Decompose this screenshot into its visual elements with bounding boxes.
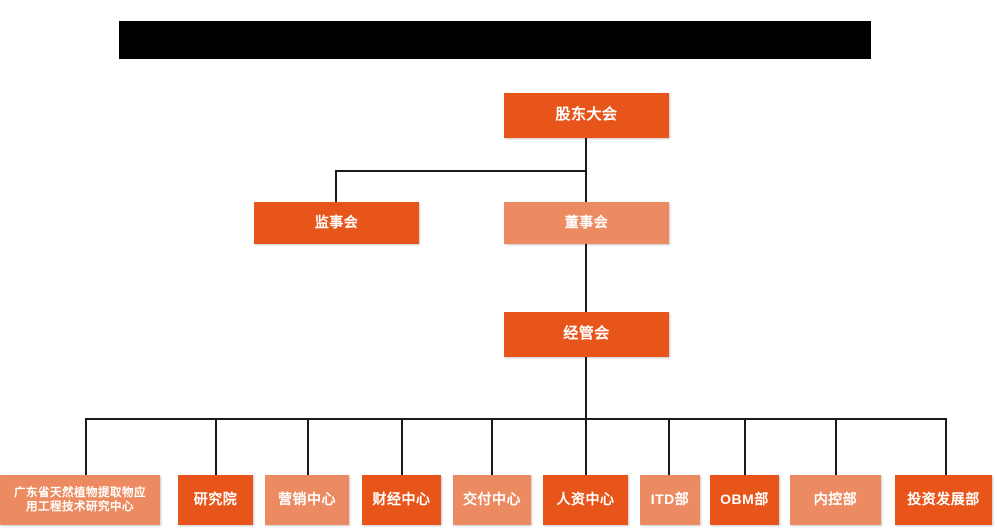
connector-drop-dept-10	[945, 418, 947, 475]
node-dept-investment-development[interactable]: 投资发展部	[895, 475, 992, 525]
connector-supervisors-bus	[335, 170, 587, 172]
node-dept-hr-center[interactable]: 人资中心	[543, 475, 628, 525]
node-label: 交付中心	[463, 491, 521, 508]
node-label: 董事会	[564, 214, 609, 231]
node-label: 营销中心	[278, 491, 336, 508]
connector-drop-dept-5	[491, 418, 493, 475]
node-board-of-directors[interactable]: 董事会	[504, 202, 669, 244]
node-board-of-supervisors[interactable]: 监事会	[254, 202, 419, 244]
connector-drop-dept-4	[401, 418, 403, 475]
redacted-title-bar	[119, 21, 871, 59]
node-label: 人资中心	[556, 491, 615, 508]
node-label: 研究院	[193, 491, 238, 508]
node-label: 内控部	[813, 491, 858, 508]
connector-supervisors-drop	[335, 170, 337, 202]
node-dept-itd[interactable]: ITD部	[640, 475, 700, 525]
node-dept-internal-control[interactable]: 内控部	[790, 475, 881, 525]
node-label: ITD部	[650, 491, 690, 508]
node-management-committee[interactable]: 经管会	[504, 312, 669, 357]
connector-shareholders-stem	[585, 138, 587, 171]
connector-drop-dept-6	[585, 418, 587, 475]
node-dept-finance-center[interactable]: 财经中心	[362, 475, 441, 525]
node-dept-research-center[interactable]: 广东省天然植物提取物应 用工程技术研究中心	[0, 475, 160, 525]
node-dept-obm[interactable]: OBM部	[710, 475, 779, 525]
connector-drop-dept-9	[835, 418, 837, 475]
connector-drop-dept-8	[744, 418, 746, 475]
node-label: 监事会	[314, 214, 359, 231]
connector-management-to-bus	[585, 357, 587, 419]
node-dept-research-institute[interactable]: 研究院	[178, 475, 253, 525]
connector-drop-dept-1	[85, 418, 87, 475]
connector-directors-to-management	[585, 243, 587, 312]
connector-drop-dept-7	[668, 418, 670, 475]
node-label: 投资发展部	[907, 491, 980, 508]
connector-department-bus	[85, 418, 947, 420]
node-label: 财经中心	[372, 491, 431, 508]
node-label: 股东大会	[555, 106, 618, 124]
node-shareholders-meeting[interactable]: 股东大会	[504, 93, 669, 138]
node-label: 广东省天然植物提取物应 用工程技术研究中心	[14, 486, 146, 513]
connector-directors-drop	[585, 170, 587, 202]
connector-drop-dept-2	[215, 418, 217, 475]
node-label: OBM部	[720, 491, 769, 508]
node-label: 经管会	[563, 325, 610, 343]
node-dept-delivery-center[interactable]: 交付中心	[453, 475, 531, 525]
node-dept-marketing-center[interactable]: 营销中心	[265, 475, 349, 525]
connector-drop-dept-3	[307, 418, 309, 475]
